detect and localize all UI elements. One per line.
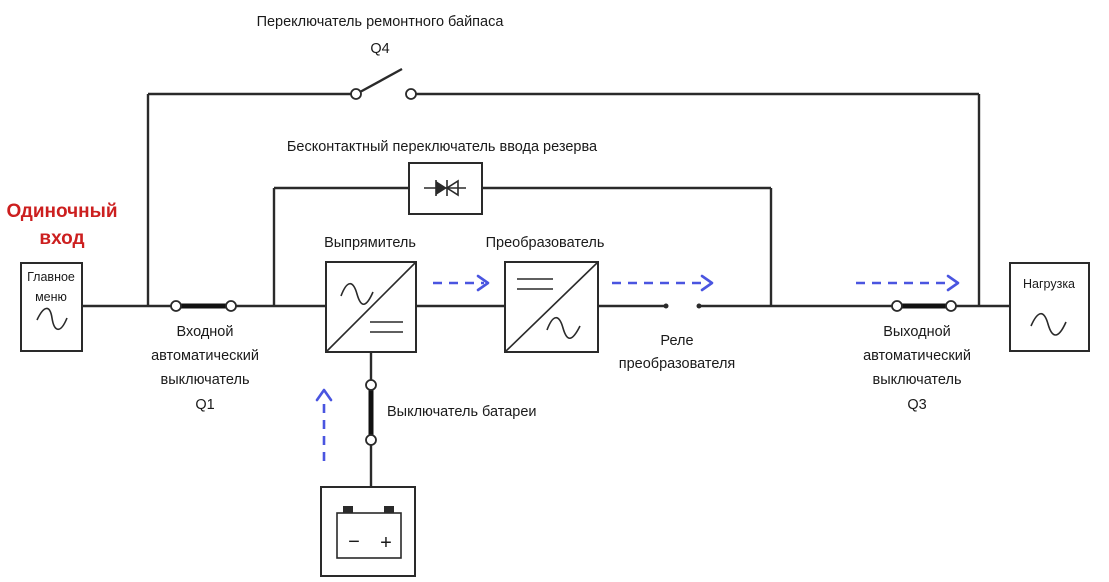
static-switch-box bbox=[408, 162, 483, 215]
ac-sine-icon bbox=[1030, 312, 1067, 336]
load-label: Нагрузка bbox=[1023, 277, 1075, 291]
load-box bbox=[1009, 262, 1090, 352]
main-input-label-line2: меню bbox=[35, 290, 67, 304]
battery-minus-sign: − bbox=[348, 531, 360, 553]
output-breaker-label-4: Q3 bbox=[907, 397, 926, 413]
bypass-switch-q4 bbox=[350, 67, 417, 100]
output-breaker-q3 bbox=[891, 300, 957, 312]
bypass-label: Переключатель ремонтного байпаса bbox=[257, 14, 505, 30]
main-input-box bbox=[20, 262, 83, 352]
input-breaker-label-3: выключатель bbox=[160, 372, 249, 388]
output-breaker-label-3: выключатель bbox=[872, 372, 961, 388]
battery-plus-sign: + bbox=[380, 532, 392, 554]
inverter-relay-label-2: преобразователя bbox=[619, 356, 736, 372]
ac-sine-icon bbox=[36, 307, 68, 331]
battery-box bbox=[320, 486, 416, 577]
bypass-id-label: Q4 bbox=[370, 41, 389, 57]
wiring bbox=[82, 92, 1010, 487]
inverter-box bbox=[504, 261, 599, 353]
ac-sine-icon bbox=[546, 316, 581, 340]
inverter-relay-label-1: Реле bbox=[660, 333, 693, 349]
single-input-title-line1: Одиночный bbox=[6, 201, 117, 222]
main-input-label-line1: Главное bbox=[27, 270, 75, 284]
single-input-title-line2: вход bbox=[39, 228, 84, 249]
static-switch-label: Бесконтактный переключатель ввода резерв… bbox=[287, 139, 598, 155]
input-breaker-label-2: автоматический bbox=[151, 348, 259, 364]
input-breaker-label-1: Входной bbox=[177, 324, 234, 340]
ac-sine-icon bbox=[340, 282, 374, 306]
power-flow-arrows bbox=[315, 274, 960, 461]
battery-switch-label: Выключатель батареи bbox=[387, 404, 537, 420]
rectifier-label: Выпрямитель bbox=[324, 235, 416, 251]
inverter-label: Преобразователь bbox=[486, 235, 605, 251]
thyristor-icon bbox=[436, 181, 447, 195]
rectifier-box bbox=[325, 261, 417, 353]
inverter-relay bbox=[663, 303, 702, 309]
input-breaker-q1 bbox=[170, 300, 237, 312]
input-breaker-label-4: Q1 bbox=[195, 397, 214, 413]
battery-switch bbox=[365, 379, 377, 446]
output-breaker-label-2: автоматический bbox=[863, 348, 971, 364]
output-breaker-label-1: Выходной bbox=[883, 324, 951, 340]
